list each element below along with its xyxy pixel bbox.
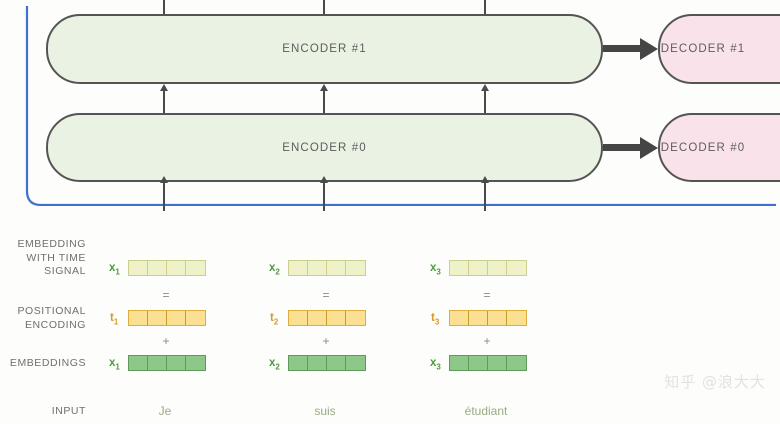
- operator-equals-3: =: [483, 288, 491, 302]
- vector-label-x3-embedding: x3: [430, 357, 441, 372]
- encoder-block-1[interactable]: ENCODER #1: [46, 14, 603, 84]
- vector-label-x1-timesignal: x1: [109, 262, 120, 277]
- encoder1-to-decoder1-arrow-icon: [603, 37, 658, 60]
- watermark: 知乎 @浪大大: [664, 373, 766, 391]
- vector-x3-time-signal: [449, 260, 527, 276]
- encoder1-output-stub-2: [323, 0, 325, 14]
- vector-cell: [488, 261, 507, 275]
- vector-cell: [186, 261, 205, 275]
- vector-cell: [148, 311, 167, 325]
- operator-plus-2: +: [322, 334, 330, 348]
- vector-cell: [167, 356, 186, 370]
- vector-cell: [469, 356, 488, 370]
- vector-cell: [507, 356, 526, 370]
- vector-label-t1-positional: t1: [110, 312, 119, 327]
- vector-cell: [346, 261, 365, 275]
- row-label-embeddings: EMBEDDINGS: [9, 357, 86, 369]
- encoder-1-label: ENCODER #1: [282, 43, 367, 55]
- vector-cell: [507, 261, 526, 275]
- vector-cell: [129, 311, 148, 325]
- vector-cell: [450, 261, 469, 275]
- vector-t1-positional-encoding: [128, 310, 206, 326]
- encoder0-to-decoder0-arrow-icon: [603, 136, 658, 159]
- vector-t2-positional-encoding: [288, 310, 366, 326]
- vector-cell: [450, 356, 469, 370]
- vector-cell: [450, 311, 469, 325]
- vector-label-x1-embedding: x1: [109, 357, 120, 372]
- vector-label-t3-positional: t3: [431, 312, 440, 327]
- vector-label-x2-embedding: x2: [269, 357, 280, 372]
- vector-cell: [289, 311, 308, 325]
- vector-x2-embedding: [288, 355, 366, 371]
- vector-cell: [469, 311, 488, 325]
- vector-cell: [186, 311, 205, 325]
- encoder0-to-encoder1-arrow-icon-1: [159, 84, 168, 113]
- encoder0-to-encoder1-arrow-icon-2: [319, 84, 328, 113]
- vector-cell: [308, 356, 327, 370]
- row-label-input: INPUT: [51, 405, 86, 417]
- vector-cell: [129, 261, 148, 275]
- input-word-3: étudiant: [464, 404, 508, 418]
- operator-plus-1: +: [162, 334, 170, 348]
- vector-cell: [327, 356, 346, 370]
- vector-x1-embedding: [128, 355, 206, 371]
- vector-cell: [129, 356, 148, 370]
- encoder-block-0[interactable]: ENCODER #0: [46, 113, 603, 182]
- vector-cell: [507, 311, 526, 325]
- decoder-block-0[interactable]: DECODER #0: [658, 113, 780, 182]
- decoder-0-label: DECODER #0: [660, 141, 746, 154]
- operator-equals-2: =: [322, 288, 330, 302]
- vector-x2-time-signal: [288, 260, 366, 276]
- vector-cell: [167, 261, 186, 275]
- vector-cell: [186, 356, 205, 370]
- vector-cell: [308, 261, 327, 275]
- operator-plus-3: +: [483, 334, 491, 348]
- input-word-2: suis: [314, 404, 336, 418]
- vector-cell: [327, 311, 346, 325]
- vector-cell: [167, 311, 186, 325]
- decoder-1-label: DECODER #1: [660, 43, 746, 55]
- encoder-0-label: ENCODER #0: [282, 141, 367, 154]
- input-to-encoder0-arrow-icon-2: [319, 176, 328, 211]
- input-to-encoder0-arrow-icon-1: [159, 176, 168, 211]
- vector-cell: [327, 261, 346, 275]
- vector-cell: [148, 261, 167, 275]
- encoder0-to-encoder1-arrow-icon-3: [480, 84, 489, 113]
- vector-cell: [346, 311, 365, 325]
- vector-label-t2-positional: t2: [270, 312, 279, 327]
- vector-label-x3-timesignal: x3: [430, 262, 441, 277]
- input-to-encoder0-arrow-icon-3: [480, 176, 489, 211]
- vector-cell: [308, 311, 327, 325]
- vector-cell: [148, 356, 167, 370]
- vector-t3-positional-encoding: [449, 310, 527, 326]
- vector-cell: [289, 356, 308, 370]
- encoder1-output-stub-1: [163, 0, 165, 14]
- decoder-block-1[interactable]: DECODER #1: [658, 14, 780, 84]
- residual-connection-path: [25, 6, 776, 206]
- vector-cell: [488, 356, 507, 370]
- vector-cell: [289, 261, 308, 275]
- vector-x3-embedding: [449, 355, 527, 371]
- vector-cell: [469, 261, 488, 275]
- input-word-1: Je: [158, 404, 172, 418]
- vector-label-x2-timesignal: x2: [269, 262, 280, 277]
- vector-x1-time-signal: [128, 260, 206, 276]
- vector-cell: [346, 356, 365, 370]
- encoder1-output-stub-3: [484, 0, 486, 14]
- vector-cell: [488, 311, 507, 325]
- operator-equals-1: =: [162, 288, 170, 302]
